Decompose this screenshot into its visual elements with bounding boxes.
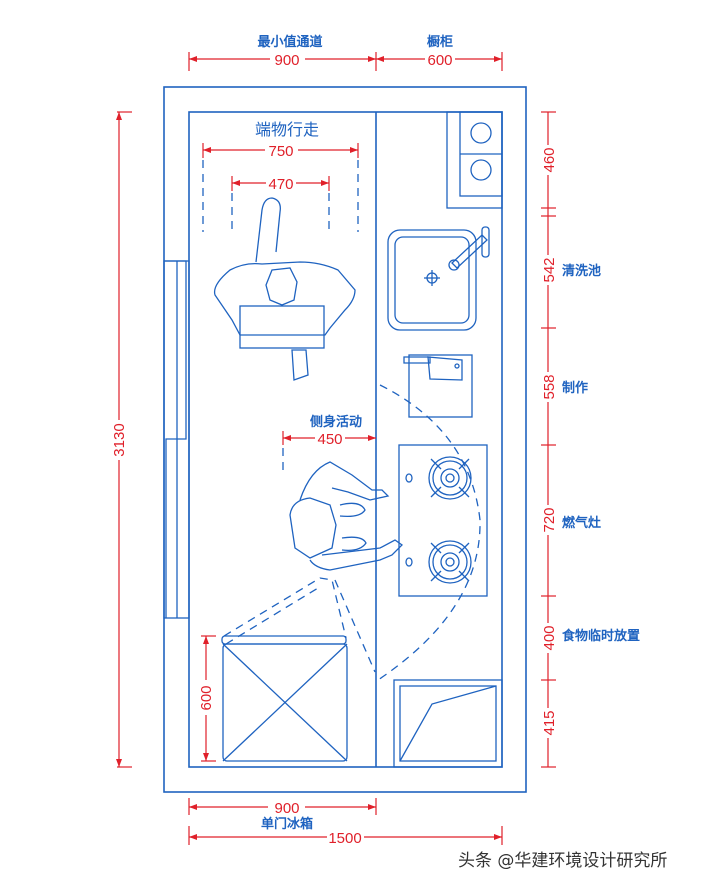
total-width-value: 1500	[328, 830, 361, 847]
side-activity-label: 侧身活动	[310, 414, 362, 430]
window	[163, 260, 190, 619]
cabinet-width-value: 600	[427, 52, 452, 69]
top-dimension-group: 最小值通道 橱柜 900 600	[188, 34, 503, 71]
temp-placement-label: 食物临时放置	[562, 628, 640, 644]
prep-label: 制作	[562, 380, 588, 396]
right-dimension-chain: 460 542 558 720 400 415 清洗池 制作 燃气灶 食物临时放…	[541, 111, 640, 768]
dim-400: 400	[541, 625, 558, 650]
dim-542: 542	[541, 257, 558, 282]
stove-label: 燃气灶	[562, 515, 601, 531]
side-activity-zone: 侧身活动 450	[282, 384, 481, 681]
walking-label: 端物行走	[255, 120, 319, 139]
sink-label: 清洗池	[562, 263, 601, 279]
person-cooking-icon	[289, 461, 404, 571]
burner-bottom	[428, 540, 472, 584]
cabinet-label: 橱柜	[427, 34, 453, 50]
sink-icon	[387, 226, 490, 331]
person-carrying-icon	[213, 197, 356, 381]
dim-720: 720	[541, 507, 558, 532]
gas-stove-icon	[398, 444, 488, 597]
walking-zone: 端物行走 750 470	[202, 120, 359, 381]
aisle-width-value: 900	[274, 52, 299, 69]
total-length-value: 3130	[111, 423, 128, 456]
side-activity-width: 450	[317, 431, 342, 448]
watermark: 头条 @华建环境设计研究所	[458, 851, 668, 871]
dim-558: 558	[541, 374, 558, 399]
fridge-depth-value: 600	[198, 685, 215, 710]
dim-460: 460	[541, 147, 558, 172]
fridge-label: 单门冰箱	[261, 816, 313, 832]
fridge-icon: 600	[198, 577, 376, 762]
walking-outer-width: 750	[268, 143, 293, 160]
aisle-label: 最小值通道	[257, 34, 322, 50]
burner-top	[428, 456, 472, 500]
dim-415: 415	[541, 710, 558, 735]
wall-cabinet-burners	[446, 111, 503, 209]
bottom-cabinet	[393, 679, 503, 768]
walking-inner-width: 470	[268, 176, 293, 193]
bottom-dimensions: 900 单门冰箱 1500	[188, 798, 503, 847]
fridge-width-value: 900	[274, 800, 299, 817]
prep-board-knife-icon	[403, 354, 473, 418]
left-dimension: 3130	[111, 111, 132, 768]
